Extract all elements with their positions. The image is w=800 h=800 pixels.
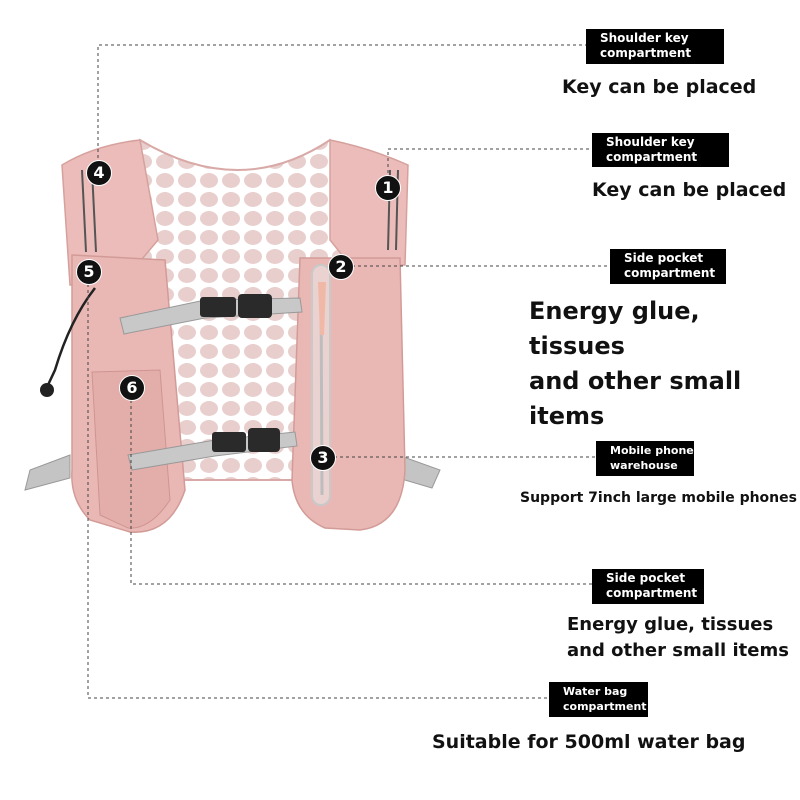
callout-number-4: 4 bbox=[86, 160, 112, 186]
leader-lines bbox=[87, 44, 610, 699]
callout-desc-shoulder-key: Key can be placed bbox=[592, 179, 787, 201]
callout-number-6: 6 bbox=[119, 375, 145, 401]
callout-number-1: 1 bbox=[375, 175, 401, 201]
callout-desc-shoulder-key-top: Key can be placed bbox=[562, 76, 757, 98]
callout-tag-shoulder-key: Shoulder key compartment bbox=[592, 133, 729, 167]
callout-number-2: 2 bbox=[328, 254, 354, 280]
callout-tag-shoulder-key-top: Shoulder key compartment bbox=[586, 29, 724, 64]
callout-desc-side-pocket-right: Energy glue, tissues and other small ite… bbox=[529, 297, 742, 430]
callout-desc-water-bag: Suitable for 500ml water bag bbox=[432, 731, 746, 753]
upper-chest-strap bbox=[119, 294, 303, 335]
callout-tag-mobile-phone: Mobile phone warehouse bbox=[596, 441, 694, 476]
callout-desc-side-pocket-left: Energy glue, tissues and other small ite… bbox=[567, 614, 789, 661]
callout-desc-mobile-phone: Support 7inch large mobile phones bbox=[520, 490, 797, 506]
callout-number-3: 3 bbox=[310, 445, 336, 471]
callout-tag-side-pocket-right: Side pocket compartment bbox=[610, 249, 726, 284]
callout-tag-water-bag: Water bag compartment bbox=[549, 682, 648, 717]
lower-chest-strap bbox=[127, 428, 298, 471]
callout-tag-side-pocket-left: Side pocket compartment bbox=[592, 569, 704, 604]
callout-number-5: 5 bbox=[76, 259, 102, 285]
bungee-cord bbox=[46, 287, 96, 386]
side-strap-left bbox=[24, 454, 71, 491]
right-front-panel bbox=[291, 257, 406, 531]
